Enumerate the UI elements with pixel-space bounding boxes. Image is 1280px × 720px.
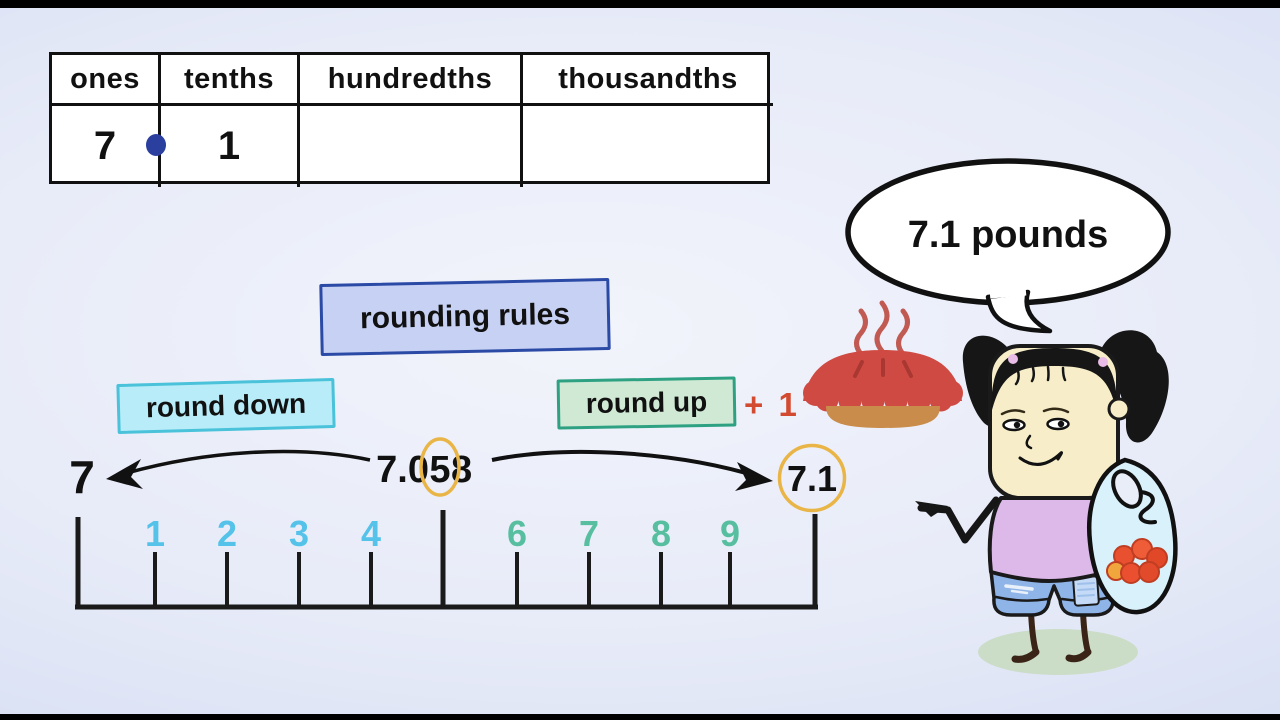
result-highlight-circle xyxy=(777,443,847,513)
tick-label-2: 2 xyxy=(217,513,237,554)
plus-one-label: + 1 xyxy=(744,386,800,423)
shorts-details xyxy=(994,575,1113,607)
speech-bubble-text: 7.1 pounds xyxy=(908,214,1109,256)
tick-label-3: 3 xyxy=(289,513,309,554)
cell-hundredths-value xyxy=(300,106,523,187)
number-line-labels: 1 2 3 4 6 7 8 9 xyxy=(145,513,740,554)
rounding-digit: 5 xyxy=(429,449,450,491)
hair-tie-right xyxy=(1098,357,1108,367)
tick-label-1: 1 xyxy=(145,513,165,554)
pie-icon xyxy=(803,300,963,428)
eyebrow-left xyxy=(1000,409,1026,416)
letterbox-top xyxy=(0,0,1280,8)
hand xyxy=(915,501,948,517)
cell-tenths-value: 1 xyxy=(161,106,300,187)
number-line xyxy=(75,510,818,610)
shadow xyxy=(978,629,1138,675)
pupil-left xyxy=(1013,421,1021,429)
digit-highlight-circle xyxy=(419,437,461,497)
pupil-right xyxy=(1057,420,1065,428)
ear xyxy=(1107,397,1131,421)
place-value-table: ones tenths hundredths thousandths 7 1 xyxy=(49,52,773,187)
nose xyxy=(1025,434,1033,450)
speech-bubble-tail xyxy=(985,289,1053,334)
speech-bubble: 7.1 pounds xyxy=(845,158,1171,334)
col-header-hundredths: hundredths xyxy=(300,55,523,106)
eyebrow-right xyxy=(1042,407,1070,414)
tick-label-7: 7 xyxy=(579,513,599,554)
round-up-arrow xyxy=(491,449,761,479)
apple-bag xyxy=(1087,457,1178,615)
tick-label-6: 6 xyxy=(507,513,527,554)
col-header-tenths: tenths xyxy=(161,55,300,106)
apples-icon xyxy=(1106,538,1168,584)
pocket xyxy=(1072,575,1100,607)
bang-strands xyxy=(1014,365,1067,386)
col-header-ones: ones xyxy=(52,55,161,106)
col-header-thousandths: thousandths xyxy=(523,55,773,106)
tick-label-8: 8 xyxy=(651,513,671,554)
tick-label-4: 4 xyxy=(361,513,381,554)
bag-handle-hole xyxy=(1111,469,1143,509)
round-up-target: 7.1 xyxy=(787,458,837,499)
letterbox-bottom xyxy=(0,714,1280,720)
smile xyxy=(1018,451,1064,466)
girl-character xyxy=(915,330,1178,675)
decimal-point-dot xyxy=(146,134,166,156)
rounding-annotation: 7 7.0 5 8 7.1 xyxy=(69,437,847,513)
round-down-target: 7 xyxy=(69,451,95,503)
pigtail-right xyxy=(1100,330,1169,443)
steam-icon xyxy=(854,300,910,357)
hair-tie-left xyxy=(1008,354,1018,364)
bag-squiggle xyxy=(1138,490,1157,525)
face-features xyxy=(1000,407,1070,466)
round-down-arrow xyxy=(119,449,371,477)
tick-label-9: 9 xyxy=(720,513,740,554)
legs xyxy=(1011,609,1092,663)
bangs xyxy=(991,348,1117,414)
